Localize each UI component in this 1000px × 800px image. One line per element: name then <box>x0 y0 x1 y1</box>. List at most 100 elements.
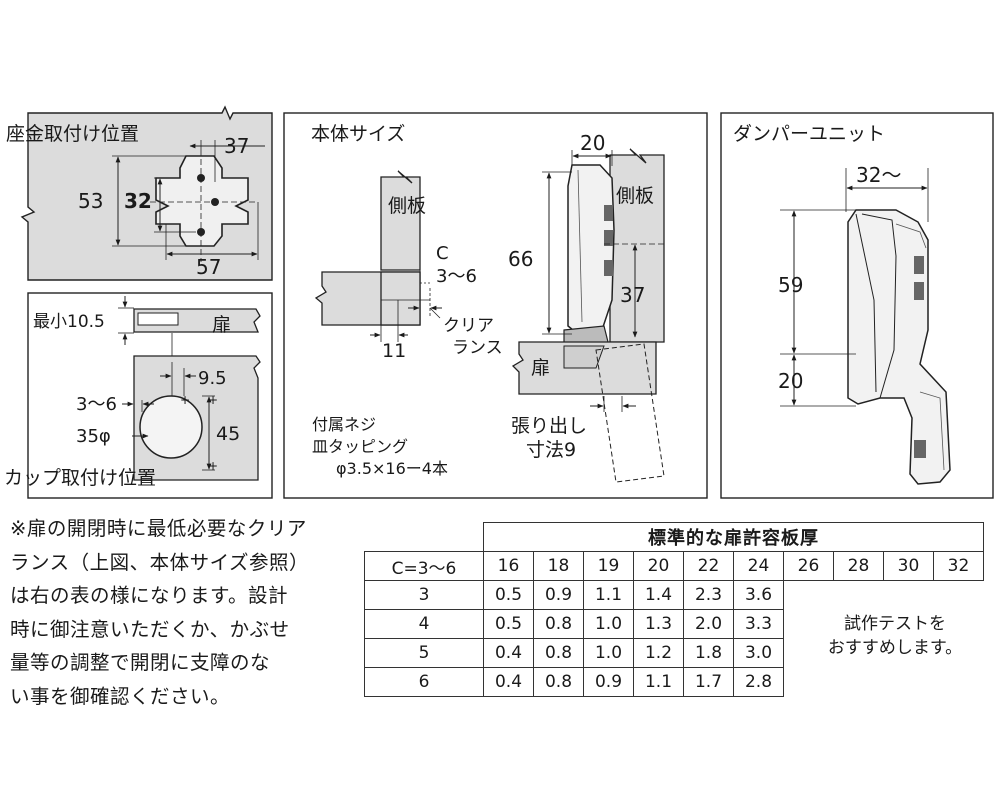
cup-position-panel: 扉 最小10.5 + + + 9.5 3〜6 35φ 45 カップ取付け位置 <box>4 292 273 499</box>
table-cell: 2.0 <box>683 609 734 639</box>
table-cell: 1.1 <box>633 667 684 697</box>
door-label-body: 扉 <box>531 357 550 379</box>
svg-text:+: + <box>208 459 218 473</box>
svg-text:+: + <box>208 393 218 407</box>
body-size-panel: 本体サイズ 側板 11 クリア ランス C 3〜6 付属ネジ 皿タッピング φ3… <box>283 112 708 499</box>
mounting-position-panel: 座金取付け位置 37 53 32 57 <box>6 105 273 281</box>
table-cell: 0.8 <box>533 667 584 697</box>
trial-line-1: 試作テストを <box>844 614 946 634</box>
table-row: 6 0.4 0.8 0.9 1.1 1.7 2.8 <box>364 667 984 697</box>
table-cell: 3.3 <box>733 609 784 639</box>
table-header-row: C=3〜6 16 18 19 20 22 24 26 28 30 32 <box>364 551 984 581</box>
hinge-arm-shape <box>567 164 615 335</box>
body-size-title: 本体サイズ <box>311 123 405 145</box>
dim-57: 57 <box>196 255 221 279</box>
dim-66: 66 <box>508 247 533 271</box>
note-line: い事を御確認ください。 <box>10 684 231 708</box>
table-cell: 1.0 <box>583 638 634 668</box>
row-c-value: 3 <box>364 580 484 610</box>
row-header-label: C=3〜6 <box>364 551 484 581</box>
damper-body-shape <box>847 209 951 485</box>
trial-line-2: おすすめします。 <box>827 638 963 658</box>
table-title: 標準的な扉許容板厚 <box>483 522 984 552</box>
row-c-value: 6 <box>364 667 484 697</box>
trial-test-note: 試作テストを おすすめします。 <box>810 612 980 660</box>
mounting-title: 座金取付け位置 <box>6 123 139 145</box>
dim-11: 11 <box>382 340 406 362</box>
col-header: 20 <box>633 551 684 581</box>
clearance-label-1: クリア <box>443 316 494 336</box>
cup-hole <box>139 395 203 459</box>
note-line: 時に御注意いただくか、かぶせ <box>10 617 290 641</box>
col-header: 22 <box>683 551 734 581</box>
side-panel-label-1: 側板 <box>388 195 426 217</box>
note-line: は右の表の様になります。設計 <box>10 584 289 607</box>
dim-3-6-cup: 3〜6 <box>76 394 117 415</box>
dim-37-body: 37 <box>620 283 645 307</box>
door-thickness-table: 標準的な扉許容板厚 C=3〜6 16 18 19 20 22 24 26 28 … <box>364 522 984 697</box>
table-cell: 3.6 <box>733 580 784 610</box>
screw-label-2: 皿タッピング <box>312 437 408 456</box>
table-cell: 1.3 <box>633 609 684 639</box>
c-range-label: 3〜6 <box>436 266 477 287</box>
col-header: 26 <box>783 551 834 581</box>
overhang-label-1: 張り出し <box>511 415 587 437</box>
col-header: 32 <box>933 551 984 581</box>
min-10-5-label: 最小10.5 <box>33 312 105 332</box>
table-cell: 1.4 <box>633 580 684 610</box>
dim-45: 45 <box>216 423 240 445</box>
col-header: 24 <box>733 551 784 581</box>
col-header: 28 <box>833 551 884 581</box>
col-header: 19 <box>583 551 634 581</box>
table-row: 3 0.5 0.9 1.1 1.4 2.3 3.6 <box>364 580 984 697</box>
table-cell: 0.9 <box>583 667 634 697</box>
col-header: 16 <box>483 551 534 581</box>
svg-text:+: + <box>180 393 190 407</box>
screw-label-3: φ3.5×16ー4本 <box>336 459 448 478</box>
clearance-note: ※扉の開閉時に最低必要なクリア ランス（上図、本体サイズ参照） は右の表の様にな… <box>10 512 355 713</box>
note-line: ※扉の開閉時に最低必要なクリア <box>10 517 307 540</box>
door-label-cup: 扉 <box>212 314 231 336</box>
table-cell: 1.8 <box>683 638 734 668</box>
table-cell: 1.1 <box>583 580 634 610</box>
dim-53: 53 <box>78 189 103 213</box>
table-cell: 1.7 <box>683 667 734 697</box>
row-c-value: 5 <box>364 638 484 668</box>
clearance-label-2: ランス <box>452 338 503 358</box>
table-cell: 2.3 <box>683 580 734 610</box>
dim-20-body: 20 <box>580 131 605 155</box>
dim-32: 32 <box>124 189 152 213</box>
note-line: ランス（上図、本体サイズ参照） <box>10 550 310 574</box>
row-c-value: 4 <box>364 609 484 639</box>
dim-35-phi: 35φ <box>76 426 111 447</box>
col-header: 30 <box>883 551 934 581</box>
damper-unit-panel: ダンパーユニット 32〜 59 20 <box>720 112 994 499</box>
table-cell: 1.2 <box>633 638 684 668</box>
table-cell: 1.0 <box>583 609 634 639</box>
overhang-label-2: 寸法9 <box>526 439 576 461</box>
table-cell: 2.8 <box>733 667 784 697</box>
table-cell: 0.9 <box>533 580 584 610</box>
side-panel-label-2: 側板 <box>616 185 654 207</box>
table-cell: 0.8 <box>533 609 584 639</box>
table-cell: 3.0 <box>733 638 784 668</box>
dim-9-5: 9.5 <box>198 368 227 389</box>
table-cell: 0.5 <box>483 609 534 639</box>
note-line: 量等の調整で開閉に支障のな <box>10 651 271 674</box>
c-label: C <box>436 243 449 264</box>
dim-32-damper: 32〜 <box>856 163 901 187</box>
dim-37: 37 <box>224 134 249 158</box>
mounting-plate-shape <box>155 155 249 247</box>
dim-20-damper: 20 <box>778 369 803 393</box>
table-cell: 0.8 <box>533 638 584 668</box>
table-cell: 0.4 <box>483 638 534 668</box>
table-title-row: 標準的な扉許容板厚 <box>365 522 984 552</box>
cup-title: カップ取付け位置 <box>4 467 156 489</box>
damper-title: ダンパーユニット <box>733 123 885 145</box>
table-cell: 0.4 <box>483 667 534 697</box>
col-header: 18 <box>533 551 584 581</box>
dim-59: 59 <box>778 273 803 297</box>
table-cell: 0.5 <box>483 580 534 610</box>
screw-label-1: 付属ネジ <box>312 415 376 434</box>
